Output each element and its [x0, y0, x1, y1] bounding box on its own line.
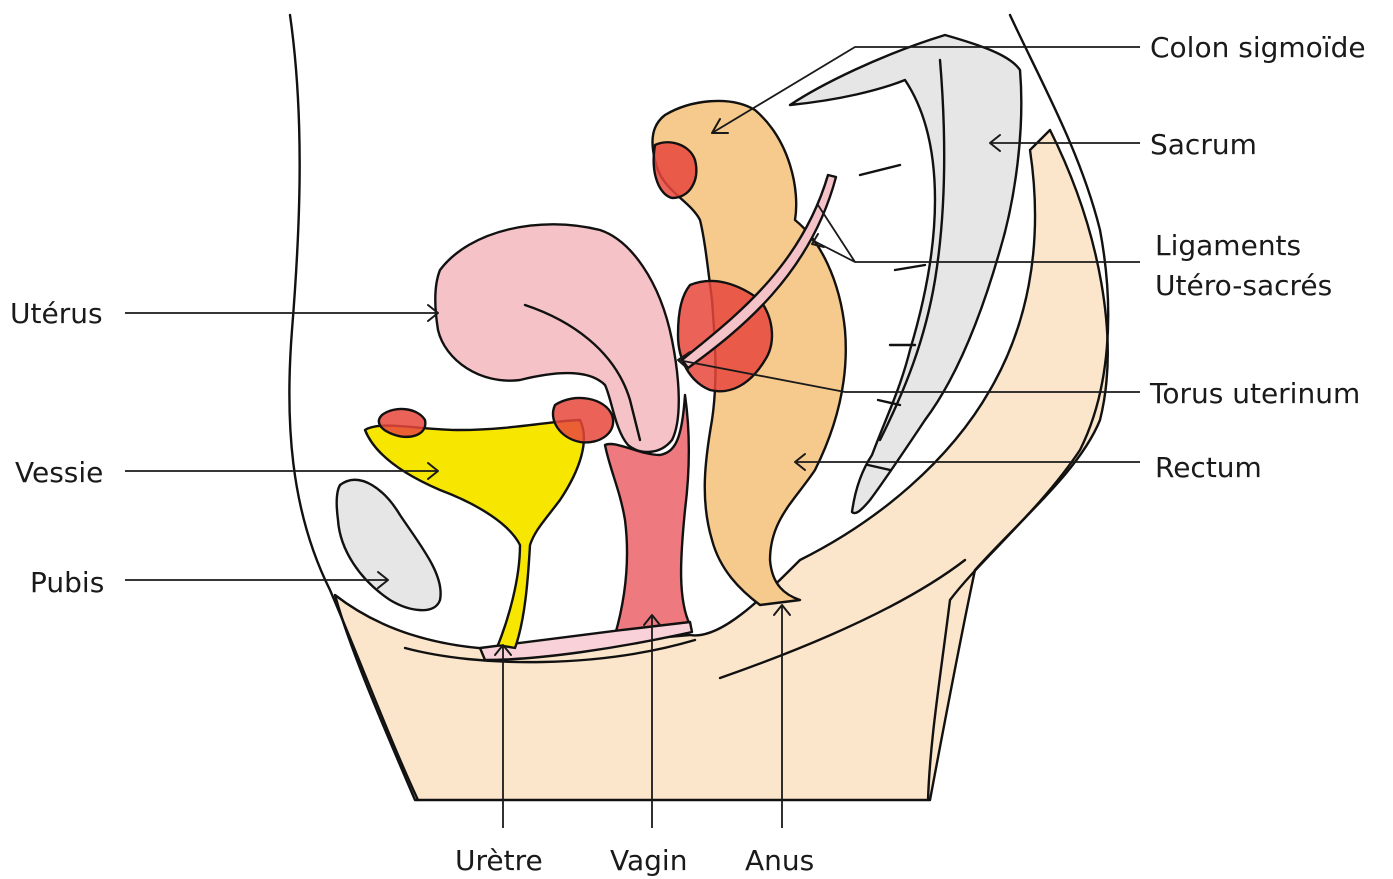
label-uterus: Utérus — [10, 297, 103, 330]
pubis-bone — [337, 480, 441, 610]
label-pubis: Pubis — [30, 566, 104, 599]
label-anus: Anus — [745, 844, 814, 877]
label-colon-sigmoide: Colon sigmoïde — [1150, 31, 1366, 64]
highlight-colon — [654, 142, 697, 198]
label-rectum: Rectum — [1155, 451, 1262, 484]
label-uretre: Urètre — [455, 844, 543, 877]
label-vessie: Vessie — [15, 456, 103, 489]
label-ligaments-line2: Utéro-sacrés — [1155, 269, 1332, 302]
label-ligaments-line1: Ligaments — [1155, 229, 1301, 262]
label-torus-uterinum: Torus uterinum — [1149, 377, 1360, 410]
label-vagin: Vagin — [610, 844, 687, 877]
sacrum-ridge-1 — [860, 165, 900, 175]
label-sacrum: Sacrum — [1150, 128, 1257, 161]
sacrum-ridge-2 — [895, 265, 925, 270]
